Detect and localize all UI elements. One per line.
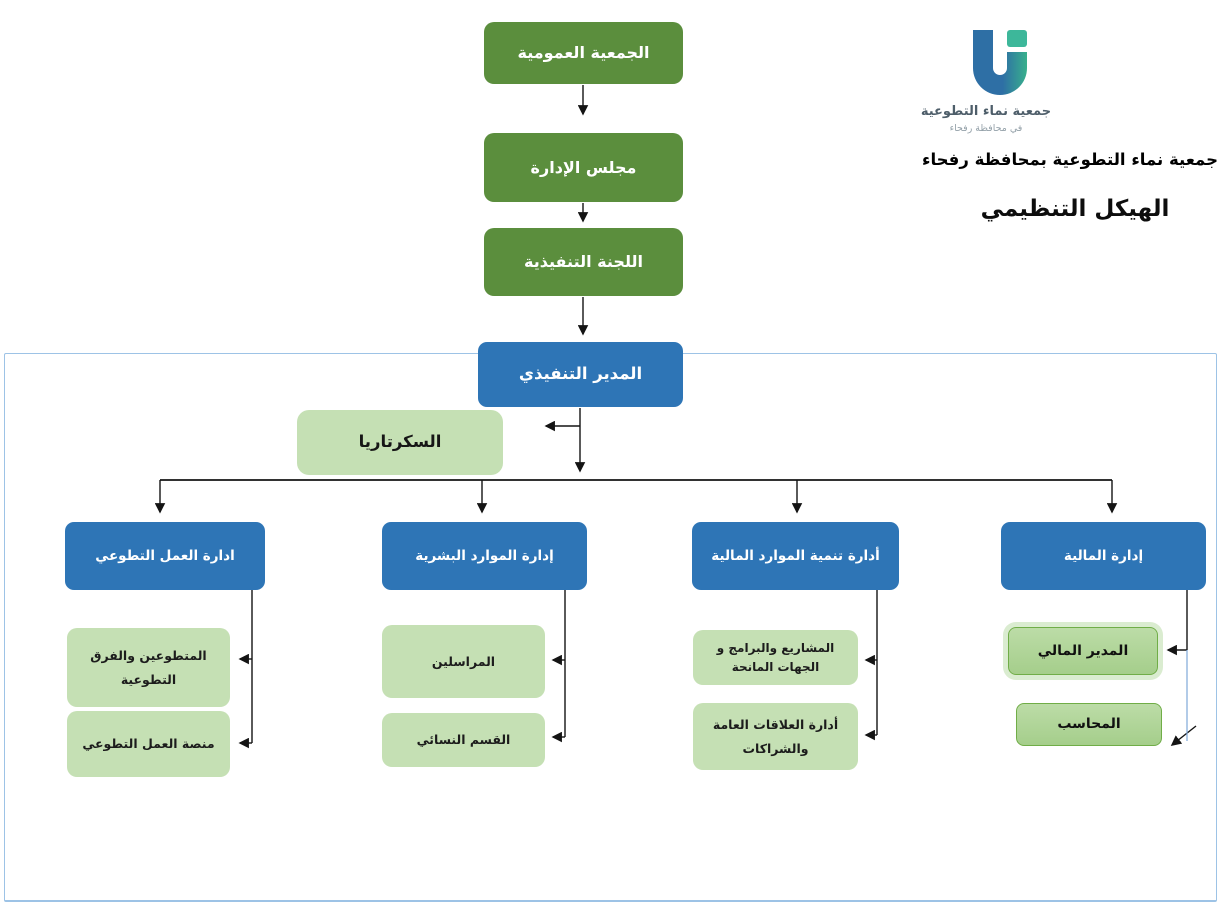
unit-womens-section: القسم النسائي [382,713,545,767]
unit-financial-manager: المدير المالي [1008,627,1158,675]
org-logo-u-icon [973,30,1027,95]
dept-volunteer-work: ادارة العمل التطوعي [65,522,265,590]
dept-human-resources: إدارة الموارد البشرية [382,522,587,590]
logo-wordmark: جمعية نماء التطوعية [920,104,1052,119]
unit-volunteer-work-platform: منصة العمل التطوعي [67,711,230,777]
logo-tagline: في محافظة رفحاء [949,123,1023,134]
unit-public-relations-partnerships: أدارة العلاقات العامة والشراكات [693,703,858,770]
unit-volunteers-and-teams: المتطوعين والفرق التطوعية [67,628,230,707]
unit-messengers: المراسلين [382,625,545,698]
dept-financial-resources-development: أدارة تنمية الموارد المالية [692,522,899,590]
unit-projects-programs-donors: المشاريع والبرامج و الجهات المانحة [693,630,858,685]
node-general-assembly: الجمعية العمومية [484,22,683,84]
node-secretariat: السكرتاريا [297,410,503,475]
dept-finance: إدارة المالية [1001,522,1206,590]
unit-accountant: المحاسب [1016,703,1162,746]
page-title: الهيكل التنظيمي [980,196,1170,222]
organization-name: جمعية نماء التطوعية بمحافظة رفحاء [922,150,1218,169]
node-executive-director: المدير التنفيذي [478,342,683,407]
node-board-of-directors: مجلس الإدارة [484,133,683,202]
node-executive-committee: اللجنة التنفيذية [484,228,683,296]
